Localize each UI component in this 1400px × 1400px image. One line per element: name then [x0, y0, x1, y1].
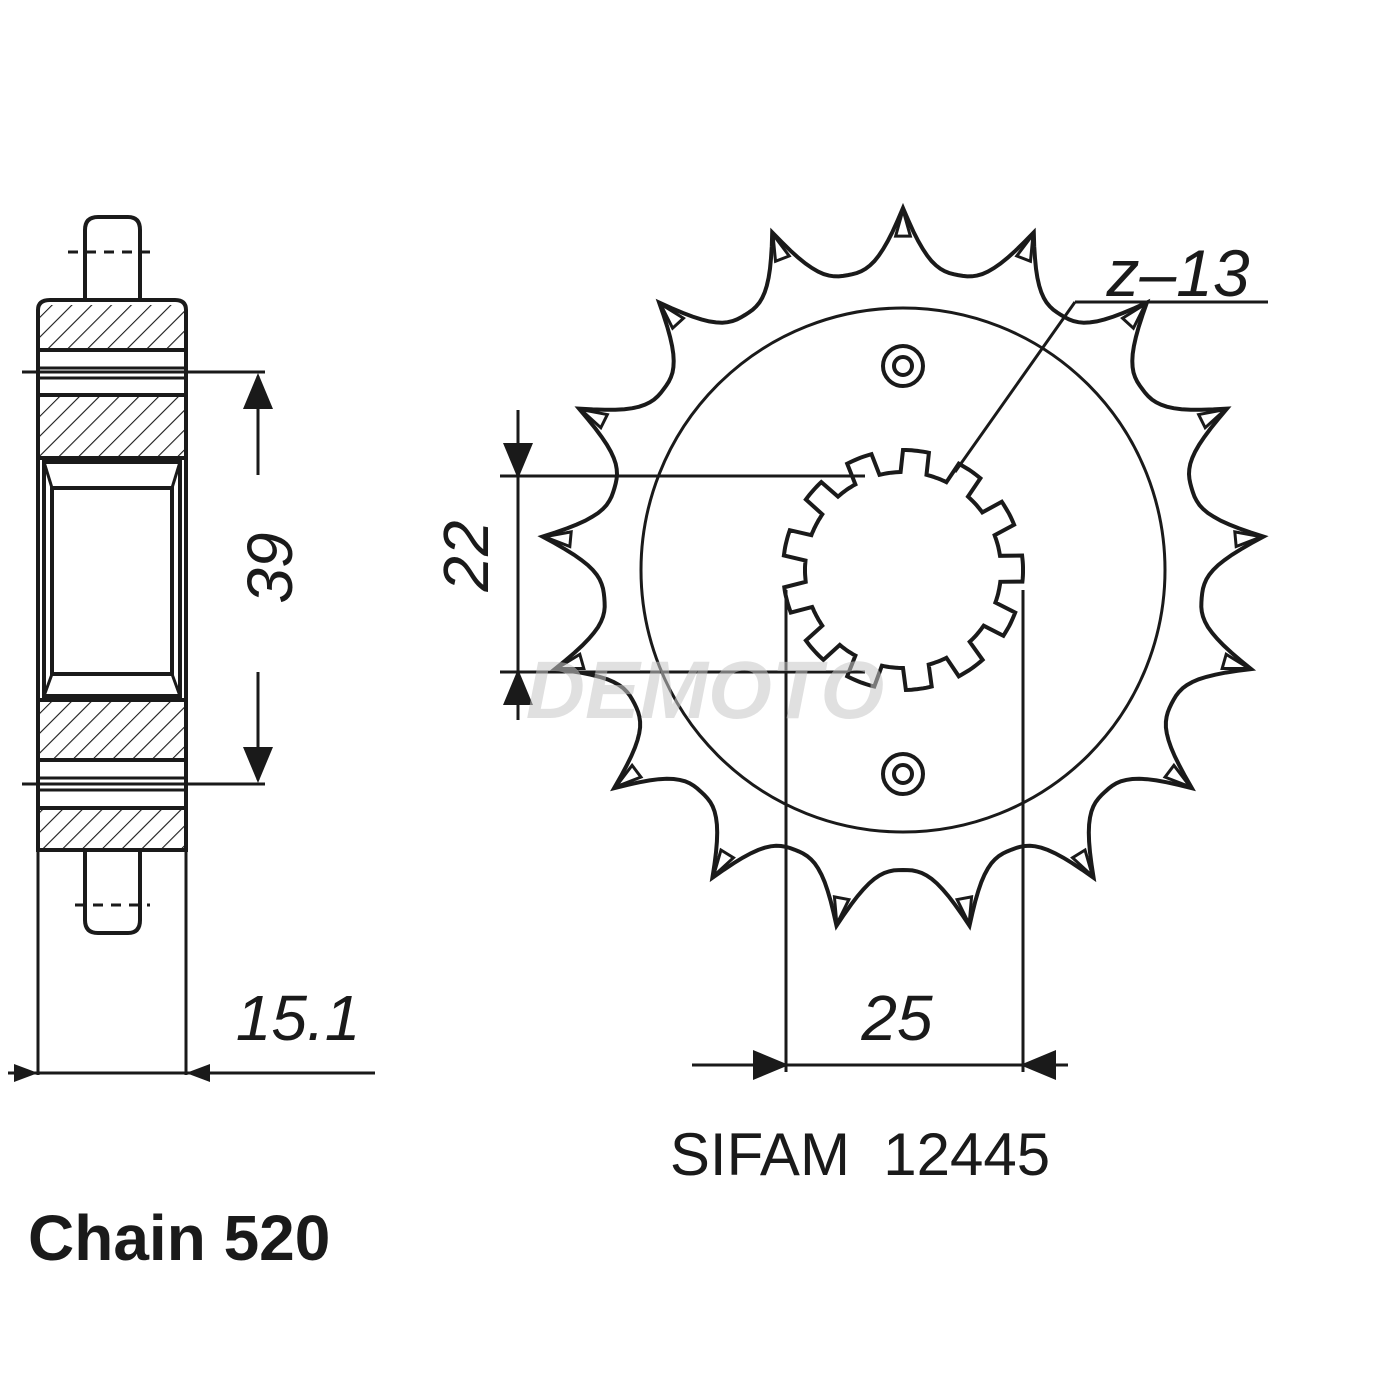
side-bore-inner — [50, 486, 174, 676]
side-hatch-lower-hub — [40, 700, 184, 760]
tooth-tip-mark — [1233, 530, 1267, 549]
tooth-tip-mark — [539, 530, 573, 549]
side-bore-chamfer — [170, 461, 182, 489]
tooth-tip-mark — [551, 651, 586, 671]
chain-size-label: Chain 520 — [28, 1202, 330, 1274]
tooth-tip-marks — [539, 204, 1267, 930]
tooth-tip-mark — [611, 762, 644, 791]
side-hatch-top — [40, 305, 184, 350]
tooth-tip-mark — [832, 895, 852, 930]
spline-bore-outline — [781, 448, 1025, 693]
watermark-logo: DEMOTO — [526, 645, 884, 736]
tooth-tip-mark — [770, 229, 792, 264]
mounting-hole-top — [881, 344, 925, 388]
dim-spline-inner-label: 22 — [430, 520, 502, 592]
front-view: z–13 22 25 DEMOTO — [430, 202, 1269, 1080]
tooth-tip-mark — [954, 895, 974, 930]
side-bottom-boss — [83, 850, 142, 935]
tooth-tip-mark — [1014, 229, 1036, 264]
side-top-boss — [83, 215, 142, 300]
pitch-circle — [639, 306, 1167, 834]
dim-spline-outer-label: 25 — [860, 982, 933, 1054]
tooth-tip-mark — [710, 847, 736, 881]
mounting-hole-bottom — [881, 752, 925, 796]
tooth-tip-mark — [1070, 847, 1096, 881]
side-bore-chamfer — [170, 673, 182, 697]
dim-width-arrow — [186, 1064, 210, 1082]
dim-width-label: 15.1 — [236, 982, 361, 1054]
side-body-outline — [36, 298, 188, 852]
teeth-count-label: z–13 — [1105, 236, 1249, 310]
tooth-tip-mark — [575, 407, 610, 431]
sprocket-teeth-outline — [537, 202, 1269, 931]
tooth-tip-mark — [1196, 407, 1231, 431]
side-bore-chamfer — [42, 461, 54, 489]
teeth-leader-line — [953, 301, 1077, 473]
tooth-tip-mark — [656, 299, 686, 331]
dim-hub-label: 39 — [234, 532, 306, 603]
side-bore-outer — [42, 460, 182, 698]
side-view: 15.1 39 — [8, 215, 375, 1082]
part-reference: SIFAM 12445 — [670, 1121, 1050, 1188]
side-bore-chamfer — [42, 673, 54, 697]
tooth-tip-mark — [893, 204, 913, 238]
side-hatch-bottom — [40, 808, 184, 850]
tooth-tip-mark — [1162, 762, 1195, 791]
tooth-tip-mark — [1220, 651, 1255, 671]
side-hatch-upper-hub — [40, 395, 184, 458]
dim-width-arrow — [14, 1064, 38, 1082]
tooth-tip-mark — [1120, 299, 1150, 331]
